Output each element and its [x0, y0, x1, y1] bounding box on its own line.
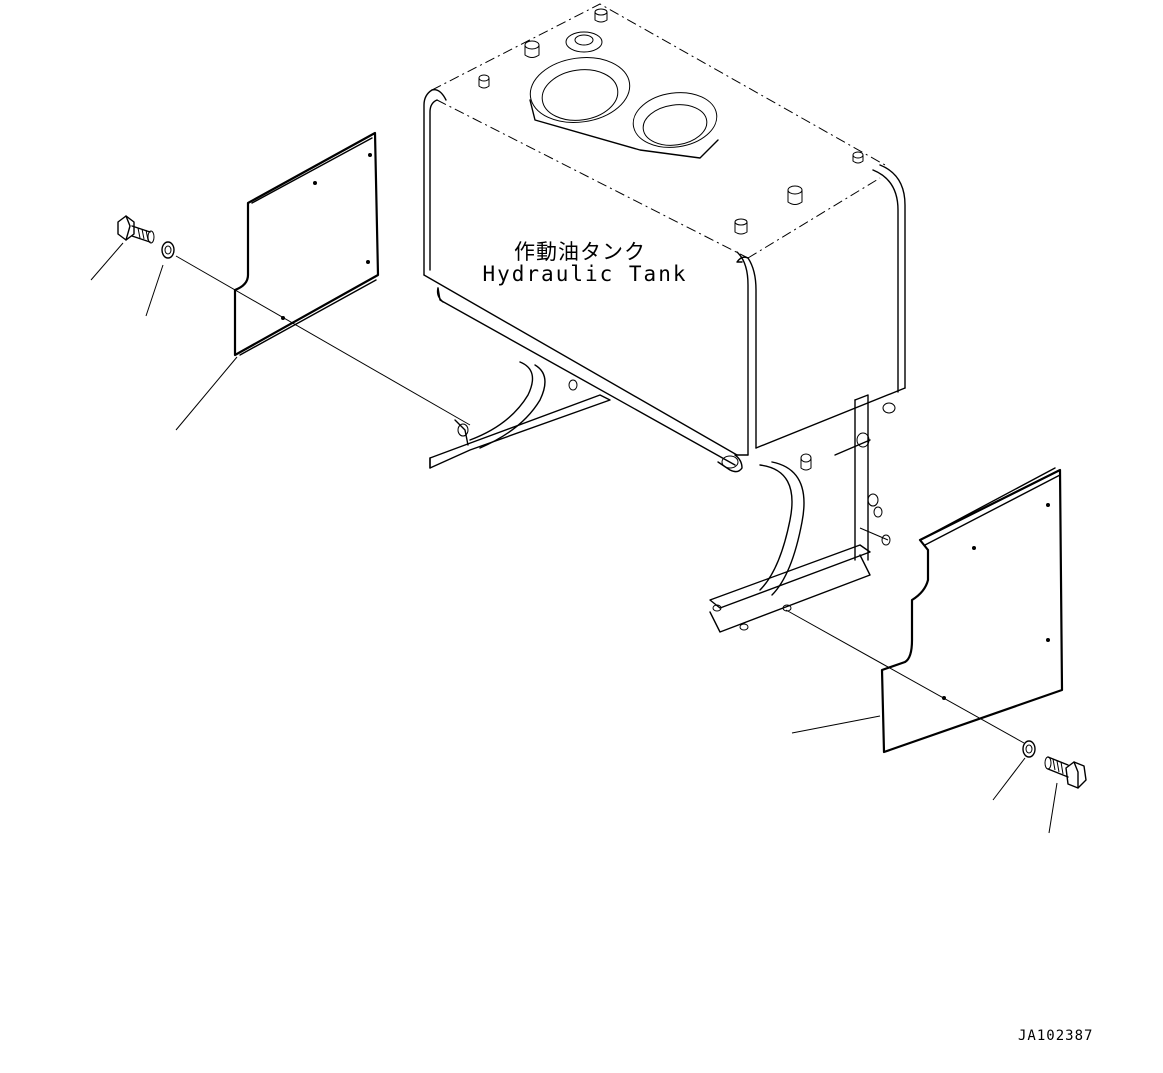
left-washer — [161, 241, 175, 259]
right-cover-plate — [880, 467, 1064, 754]
tank-support-frame — [429, 287, 896, 633]
left-bolt — [117, 215, 155, 244]
right-bolt — [1044, 756, 1087, 789]
tank-label-japanese: 作動油タンク — [514, 240, 646, 264]
tank-label-english: Hydraulic Tank — [482, 262, 688, 286]
left-cover-plate — [233, 131, 380, 357]
hydraulic-tank — [423, 3, 906, 456]
leader-lines — [90, 242, 1058, 834]
assembly-center-lines — [175, 255, 1025, 744]
right-washer — [1022, 740, 1036, 758]
drawing-code: JA102387 — [1018, 1028, 1094, 1044]
